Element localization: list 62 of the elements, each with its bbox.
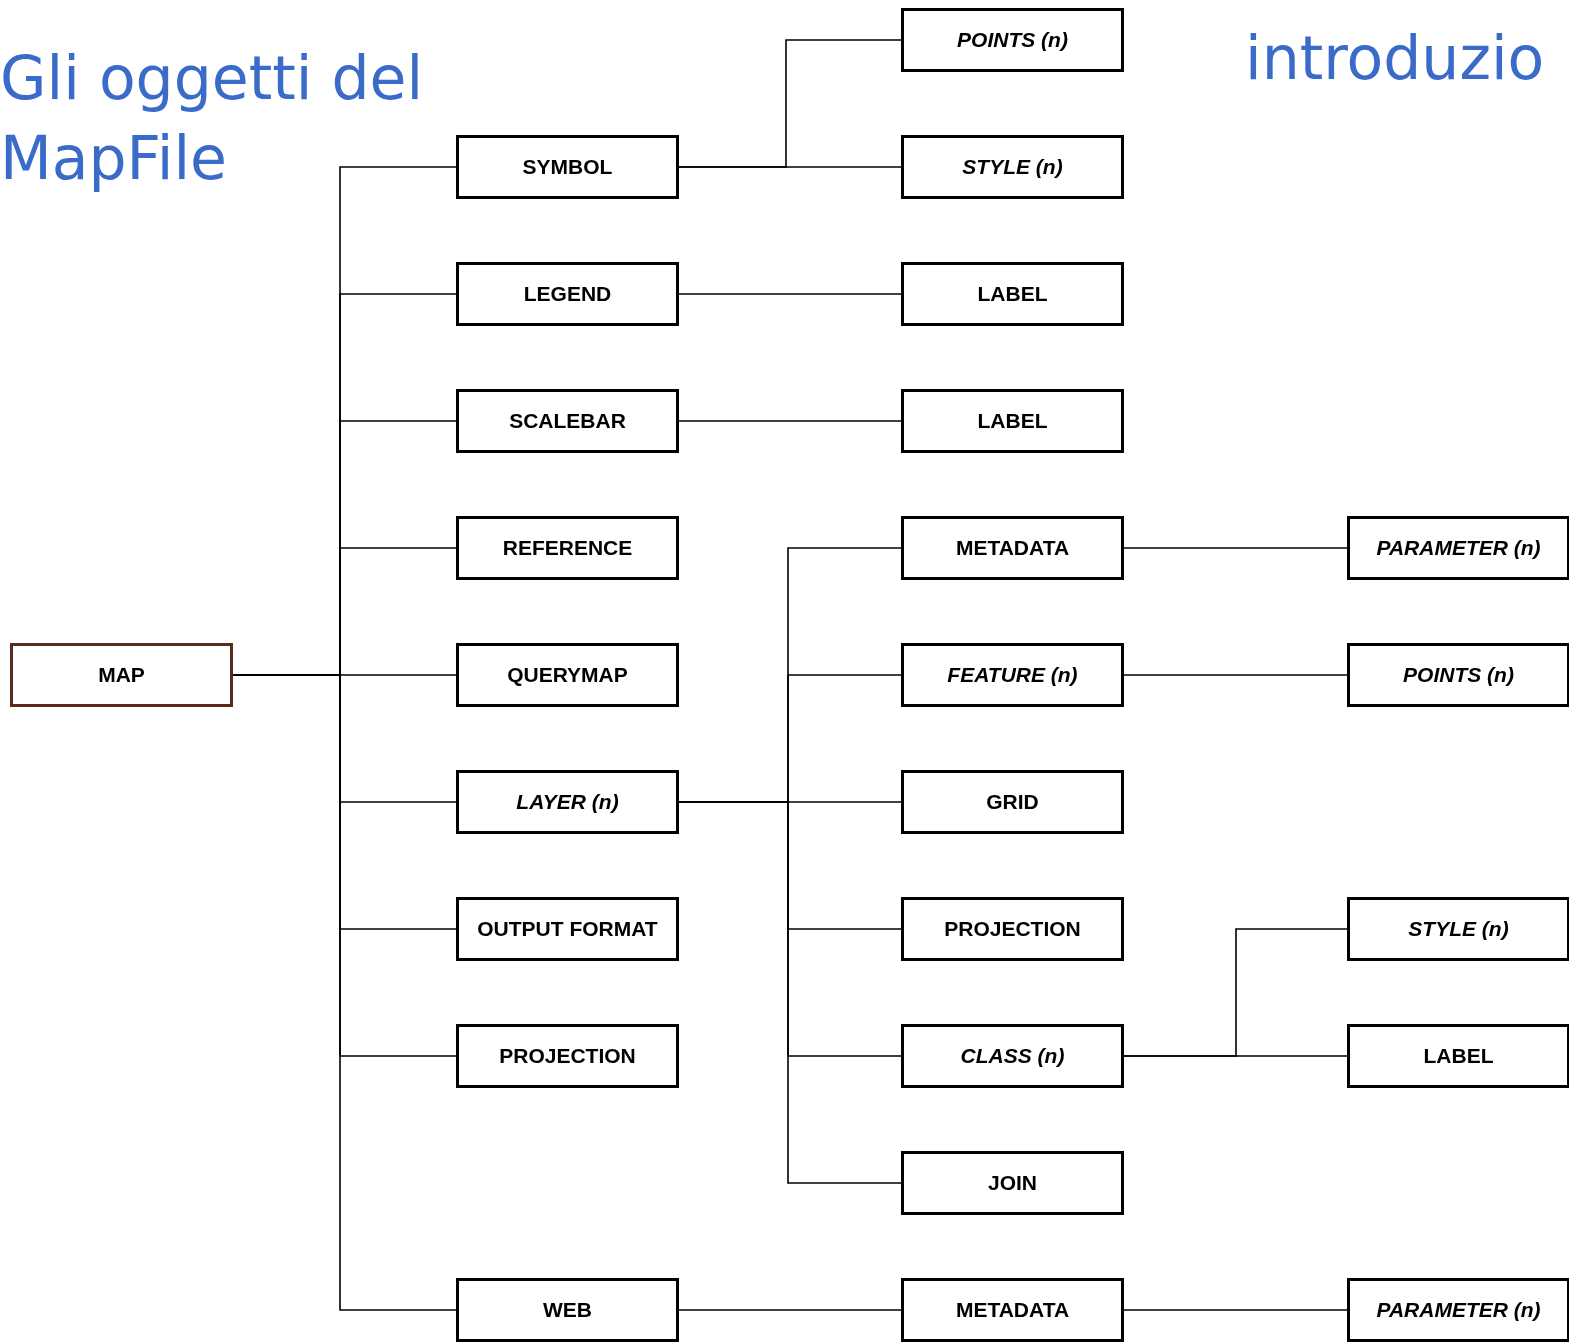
object-name: LEGEND	[523, 282, 612, 306]
object-name: METADATA	[955, 1298, 1070, 1322]
object-name: LABEL	[977, 282, 1048, 306]
object-name: PARAMETER (n)	[1376, 1298, 1541, 1322]
object-box	[901, 8, 1124, 72]
connector-line	[678, 166, 902, 168]
object-name: PARAMETER (n)	[1376, 536, 1541, 560]
object-box	[1347, 516, 1569, 580]
object-box	[901, 1278, 1124, 1342]
object-box	[1347, 1024, 1569, 1088]
object-name: WEB	[543, 1298, 592, 1322]
object-box	[901, 1151, 1124, 1215]
object-name: CLASS (n)	[960, 1044, 1065, 1068]
object-name: REFERENCE	[502, 536, 633, 560]
object-box	[456, 135, 679, 199]
object-box	[901, 897, 1124, 961]
heading-text: introduzio	[1245, 22, 1545, 94]
object-name: PROJECTION	[944, 917, 1081, 941]
connector-line	[678, 1309, 902, 1311]
object-box	[901, 516, 1124, 580]
object-name: GRID	[986, 790, 1039, 814]
object-box	[456, 770, 679, 834]
object-name: LAYER (n)	[516, 790, 619, 814]
object-box	[1347, 643, 1569, 707]
connector-line	[1123, 1055, 1348, 1057]
connector-line	[678, 420, 902, 422]
connector-line	[1123, 674, 1348, 676]
object-name: PROJECTION	[499, 1044, 636, 1068]
object-name: STYLE (n)	[1408, 917, 1509, 941]
object-box	[456, 1278, 679, 1342]
object-box	[456, 1024, 679, 1088]
object-box	[901, 389, 1124, 453]
object-name: OUTPUT FORMAT	[477, 917, 658, 941]
object-box	[10, 643, 233, 707]
object-box	[901, 262, 1124, 326]
object-box	[901, 135, 1124, 199]
object-name: LABEL	[1423, 1044, 1494, 1068]
object-name: METADATA	[955, 536, 1070, 560]
object-box	[1347, 897, 1569, 961]
object-name: STYLE (n)	[962, 155, 1063, 179]
object-box	[1347, 1278, 1569, 1342]
object-box	[901, 1024, 1124, 1088]
object-name: FEATURE (n)	[947, 663, 1078, 687]
object-name: SYMBOL	[522, 155, 613, 179]
object-box	[901, 643, 1124, 707]
object-name: POINTS (n)	[1403, 663, 1514, 687]
object-box	[456, 897, 679, 961]
object-box	[456, 389, 679, 453]
connector-line	[1123, 547, 1348, 549]
object-box	[456, 262, 679, 326]
diagram-title: Gli oggetti del MapFile	[0, 42, 425, 195]
object-name: SCALEBAR	[509, 409, 626, 433]
connector-line	[1123, 1309, 1348, 1311]
object-name: QUERYMAP	[507, 663, 628, 687]
connector-line	[678, 293, 902, 295]
object-name: POINTS (n)	[957, 28, 1068, 52]
object-name: MAP	[98, 663, 145, 687]
object-box	[456, 516, 679, 580]
object-box	[456, 643, 679, 707]
object-name: LABEL	[977, 409, 1048, 433]
object-name: JOIN	[988, 1171, 1037, 1195]
object-box	[901, 770, 1124, 834]
